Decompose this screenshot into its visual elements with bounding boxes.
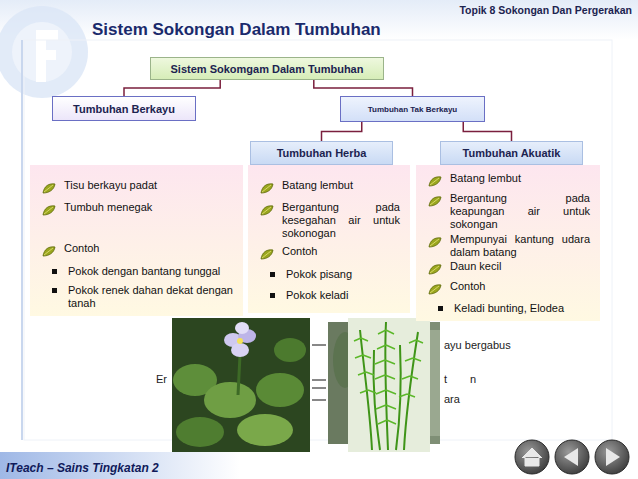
bullet-item: Pokok keladi <box>260 289 400 302</box>
info-panel: Batang lembutBergantung pada kesegahan a… <box>248 165 410 313</box>
bullet-item: Bergantung pada kesegahan air untuk soko… <box>260 201 400 240</box>
bullet-item: Contoh <box>42 242 233 261</box>
bullet-item: Keladi bunting, Elodea <box>428 302 590 315</box>
bullet-text: Tumbuh menegak <box>64 201 233 214</box>
photo-callout: ara <box>444 393 460 405</box>
leaf-bullet-holder <box>428 192 450 211</box>
bullet-item: Bergantung pada keapungan air untuk soko… <box>428 192 590 231</box>
leaf-bullet-holder <box>42 242 64 261</box>
leaf-bullet <box>42 205 56 216</box>
square-bullet <box>52 288 57 293</box>
tree-connector <box>463 122 511 141</box>
box-label: Tumbuhan Akuatik <box>463 147 561 159</box>
box-label: Sistem Sokomgam Dalam Tumbuhan <box>171 63 364 75</box>
tree-connector <box>322 122 362 141</box>
bullet-text: Tisu berkayu padat <box>64 179 233 192</box>
leaf-bullet-holder <box>428 280 450 299</box>
bullet-item: Pokok renek dahan dekat dengan tanah <box>42 284 233 310</box>
photo-callout: ayu bergabus <box>444 339 511 351</box>
leaf-bullet-holder <box>260 201 282 220</box>
leaf-bullet-holder <box>428 233 450 252</box>
bullet-item: Batang lembut <box>260 179 400 198</box>
box-label: Tumbuhan Berkayu <box>73 103 175 115</box>
square-bullet-holder <box>270 268 286 277</box>
subcategory-box: Tumbuhan Akuatik <box>440 141 583 165</box>
root-box: Sistem Sokomgam Dalam Tumbuhan <box>150 57 384 80</box>
leaf-bullet <box>428 196 442 207</box>
footer-text: ITeach – Sains Tingkatan 2 <box>6 461 159 475</box>
bullet-item: Mempunyai kantung udara dalam batang <box>428 233 590 259</box>
square-bullet-holder <box>52 284 68 293</box>
square-bullet <box>438 306 443 311</box>
category-box: Tumbuhan Tak Berkayu <box>340 96 485 122</box>
photo-callout: t <box>444 373 447 385</box>
leaf-bullet <box>428 237 442 248</box>
square-bullet-holder <box>270 289 286 298</box>
bullet-text: Batang lembut <box>450 172 590 185</box>
square-bullet-holder <box>52 265 68 274</box>
leaf-bullet <box>42 246 56 257</box>
leaf-bullet-holder <box>428 172 450 191</box>
bullet-text: Bergantung pada kesegahan air untuk soko… <box>282 201 400 240</box>
square-bullet <box>270 293 275 298</box>
topic-header: Topik 8 Sokongan Dan Pergerakan <box>459 4 632 16</box>
box-label: Tumbuhan Herba <box>277 147 367 159</box>
bullet-text: Bergantung pada keapungan air untuk soko… <box>450 192 590 231</box>
bullet-text: Contoh <box>450 280 590 293</box>
tree-connector <box>124 80 220 96</box>
bullet-text: Pokok dengan bantang tunggal <box>68 265 233 278</box>
subcategory-box: Tumbuhan Herba <box>250 141 393 165</box>
leaf-bullet <box>428 176 442 187</box>
category-box: Tumbuhan Berkayu <box>52 96 196 121</box>
bullet-text: Batang lembut <box>282 179 400 192</box>
leaf-bullet <box>42 183 56 194</box>
bullet-text: Pokok renek dahan dekat dengan tanah <box>68 284 233 310</box>
leaf-bullet <box>260 183 274 194</box>
box-label: Tumbuhan Tak Berkayu <box>368 105 458 114</box>
leaf-bullet-holder <box>428 260 450 279</box>
info-panel: Batang lembutBergantung pada keapungan a… <box>416 165 600 321</box>
square-bullet <box>52 269 57 274</box>
bullet-text: Daun kecil <box>450 260 590 273</box>
leaf-bullet-holder <box>260 245 282 264</box>
leaf-bullet <box>428 284 442 295</box>
leaf-bullet-holder <box>42 201 64 220</box>
bullet-item: Contoh <box>428 280 590 299</box>
photo-callout: n <box>470 373 476 385</box>
bullet-item: Tisu berkayu padat <box>42 179 233 198</box>
leader-lines <box>312 345 326 400</box>
bullet-item: Daun kecil <box>428 260 590 279</box>
info-panel: Tisu berkayu padatTumbuh menegakContohPo… <box>30 165 243 316</box>
leaf-bullet-holder <box>260 179 282 198</box>
nav-buttons <box>515 440 629 474</box>
bullet-item: Contoh <box>260 245 400 264</box>
bullet-item: Pokok dengan bantang tunggal <box>42 265 233 278</box>
bullet-text: Pokok keladi <box>286 289 400 302</box>
leaf-bullet <box>428 264 442 275</box>
leaf-bullet <box>260 205 274 216</box>
water-hyacinth-photo <box>172 318 310 452</box>
slide-title: Sistem Sokongan Dalam Tumbuhan <box>92 20 381 40</box>
bullet-text: Contoh <box>64 242 233 255</box>
bullet-item: Batang lembut <box>428 172 590 191</box>
tree-connector <box>314 80 413 96</box>
photo-callout: Er <box>156 373 167 385</box>
square-bullet <box>270 272 275 277</box>
square-bullet-holder <box>438 302 454 311</box>
bullet-text: Contoh <box>282 245 400 258</box>
bullet-item: Tumbuh menegak <box>42 201 233 220</box>
elodea-photo <box>348 318 430 452</box>
bullet-text: Pokok pisang <box>286 268 400 281</box>
leaf-bullet-holder <box>42 179 64 198</box>
bullet-item: Pokok pisang <box>260 268 400 281</box>
bullet-text: Keladi bunting, Elodea <box>454 302 590 315</box>
bullet-text: Mempunyai kantung udara dalam batang <box>450 233 590 259</box>
leaf-bullet <box>260 249 274 260</box>
